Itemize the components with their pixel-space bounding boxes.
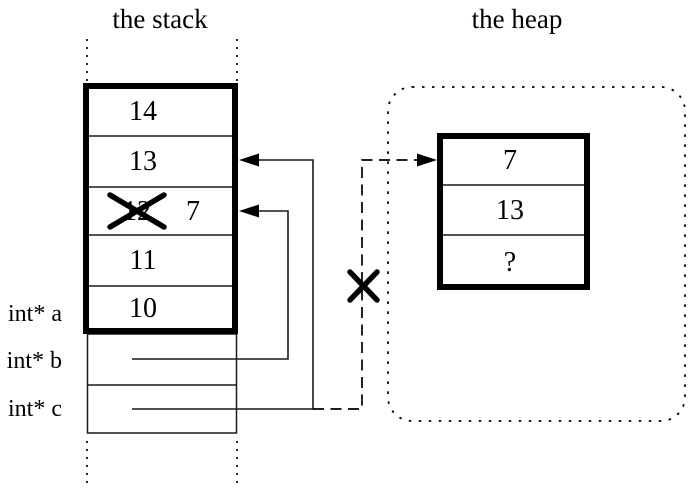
heap-cell-2-value: ? (504, 247, 516, 278)
stack-cell-2-new-value: 7 (186, 196, 200, 227)
stack-cell-3-value: 11 (130, 245, 157, 276)
pointer-c-arrow (132, 153, 314, 410)
pointer-b-label: int* b (7, 348, 62, 374)
stack-cell-1-value: 13 (129, 146, 157, 177)
stack-cell-4-value: 10 (129, 293, 157, 324)
stack-column-guides (86, 39, 238, 489)
heap-frame (437, 133, 590, 290)
pointer-c-arrowhead-icon (239, 153, 259, 167)
broken-pointer-x-mark (347, 269, 380, 303)
pointer-cells-frame (86, 333, 238, 434)
pointer-a-label: int* a (8, 301, 62, 327)
pointer-variable-cells (86, 333, 238, 434)
heap-title: the heap (472, 4, 563, 34)
broken-heap-pointer-arrow (313, 153, 437, 410)
stack-title: the stack (112, 4, 208, 34)
stack-block: 14 13 12 7 11 10 (83, 83, 238, 334)
pointer-b-arrowhead-icon (239, 204, 259, 218)
pointer-c-label: int* c (8, 396, 62, 422)
stack-frame (83, 83, 238, 334)
stack-cell-0-value: 14 (129, 96, 157, 127)
pointer-b-arrow (132, 204, 289, 360)
heap-block: 7 13 ? (437, 133, 590, 290)
heap-cell-1-value: 13 (496, 195, 524, 226)
heap-cell-0-value: 7 (503, 145, 517, 176)
stale-value-x-mark (107, 192, 167, 230)
heap-arrowhead-icon (417, 153, 437, 167)
